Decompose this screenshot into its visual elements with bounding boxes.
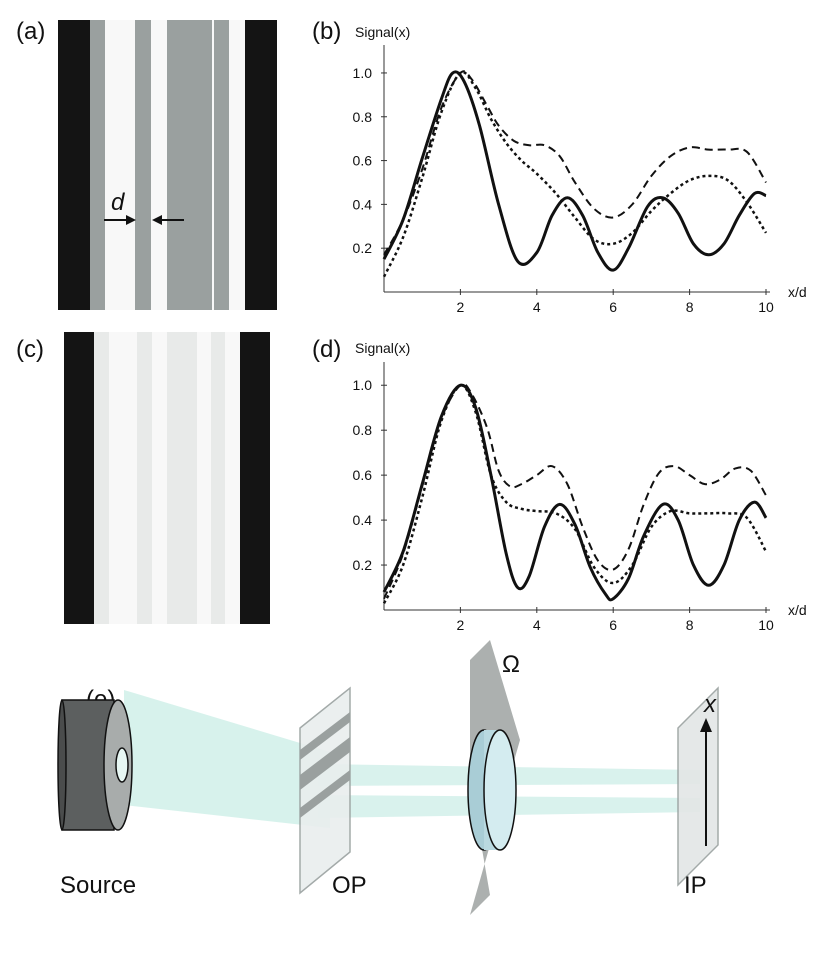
x-tick-label: 10: [758, 617, 774, 633]
beam-source-to-op: [124, 690, 330, 828]
stripe: [214, 20, 229, 310]
lens-front: [483, 729, 517, 851]
stripe: [58, 20, 90, 310]
stripe: [211, 332, 225, 624]
op-label: OP: [332, 872, 367, 899]
panel-label-d: (d): [312, 336, 342, 363]
op-stripe: [300, 737, 350, 790]
x-arrowhead-icon: [700, 718, 712, 732]
stripe: [167, 20, 212, 310]
source-back: [57, 699, 67, 831]
x-tick-label: 8: [686, 299, 694, 315]
stripe: [167, 332, 197, 624]
x-tick-label: 2: [457, 617, 465, 633]
y-axis-label: Signal(x): [355, 24, 410, 40]
x-axis-symbol: x: [703, 691, 717, 718]
stripe: [94, 332, 109, 624]
x-tick-label: 6: [609, 617, 617, 633]
x-tick-label: 4: [533, 617, 541, 633]
d-arrowhead-left: [126, 215, 136, 225]
x-axis-label: x/d: [788, 602, 807, 618]
stripe: [151, 20, 167, 310]
y-tick-label: 0.4: [353, 512, 373, 528]
series-line-dashed: [383, 382, 767, 600]
op-stripe: [300, 770, 350, 818]
y-tick-label: 1.0: [353, 377, 373, 393]
image-plane: [677, 686, 719, 887]
x-tick-label: 8: [686, 617, 694, 633]
stripe: [109, 332, 137, 624]
x-tick-label: 10: [758, 299, 774, 315]
y-tick-label: 0.2: [353, 557, 373, 573]
omega-label: Ω: [502, 651, 520, 678]
y-tick-label: 1.0: [353, 65, 373, 81]
stripe: [225, 332, 240, 624]
source-label: Source: [60, 872, 136, 899]
y-tick-label: 0.8: [353, 422, 373, 438]
x-tick-label: 4: [533, 299, 541, 315]
stripe: [245, 20, 277, 310]
op-stripe: [300, 712, 350, 760]
y-tick-label: 0.4: [353, 196, 373, 212]
stripe: [197, 332, 211, 624]
stripe: [229, 20, 245, 310]
y-tick-label: 0.6: [353, 153, 373, 169]
source-aperture: [115, 747, 129, 783]
d-arrowhead-right: [152, 215, 162, 225]
x-axis-label: x/d: [788, 284, 807, 300]
series-line-dotted: [382, 70, 768, 278]
y-tick-label: 0.8: [353, 109, 373, 125]
stripe: [240, 332, 270, 624]
y-tick-label: 0.6: [353, 467, 373, 483]
panel-label-c: (c): [16, 336, 44, 363]
panel-label-a: (a): [16, 18, 46, 45]
y-tick-label: 0.2: [353, 240, 373, 256]
y-axis-label: Signal(x): [355, 340, 410, 356]
x-tick-label: 6: [609, 299, 617, 315]
d-label: d: [111, 189, 125, 216]
x-tick-label: 2: [457, 299, 465, 315]
stripe: [152, 332, 167, 624]
ip-label: IP: [684, 872, 707, 899]
series-line-solid: [382, 70, 767, 272]
stripe: [90, 20, 105, 310]
series-line-dotted: [382, 383, 768, 604]
panel-label-b: (b): [312, 18, 342, 45]
stripe: [64, 332, 94, 624]
stripe: [137, 332, 152, 624]
stripe: [135, 20, 151, 310]
stripe: [105, 20, 135, 310]
stripe: [212, 20, 214, 310]
